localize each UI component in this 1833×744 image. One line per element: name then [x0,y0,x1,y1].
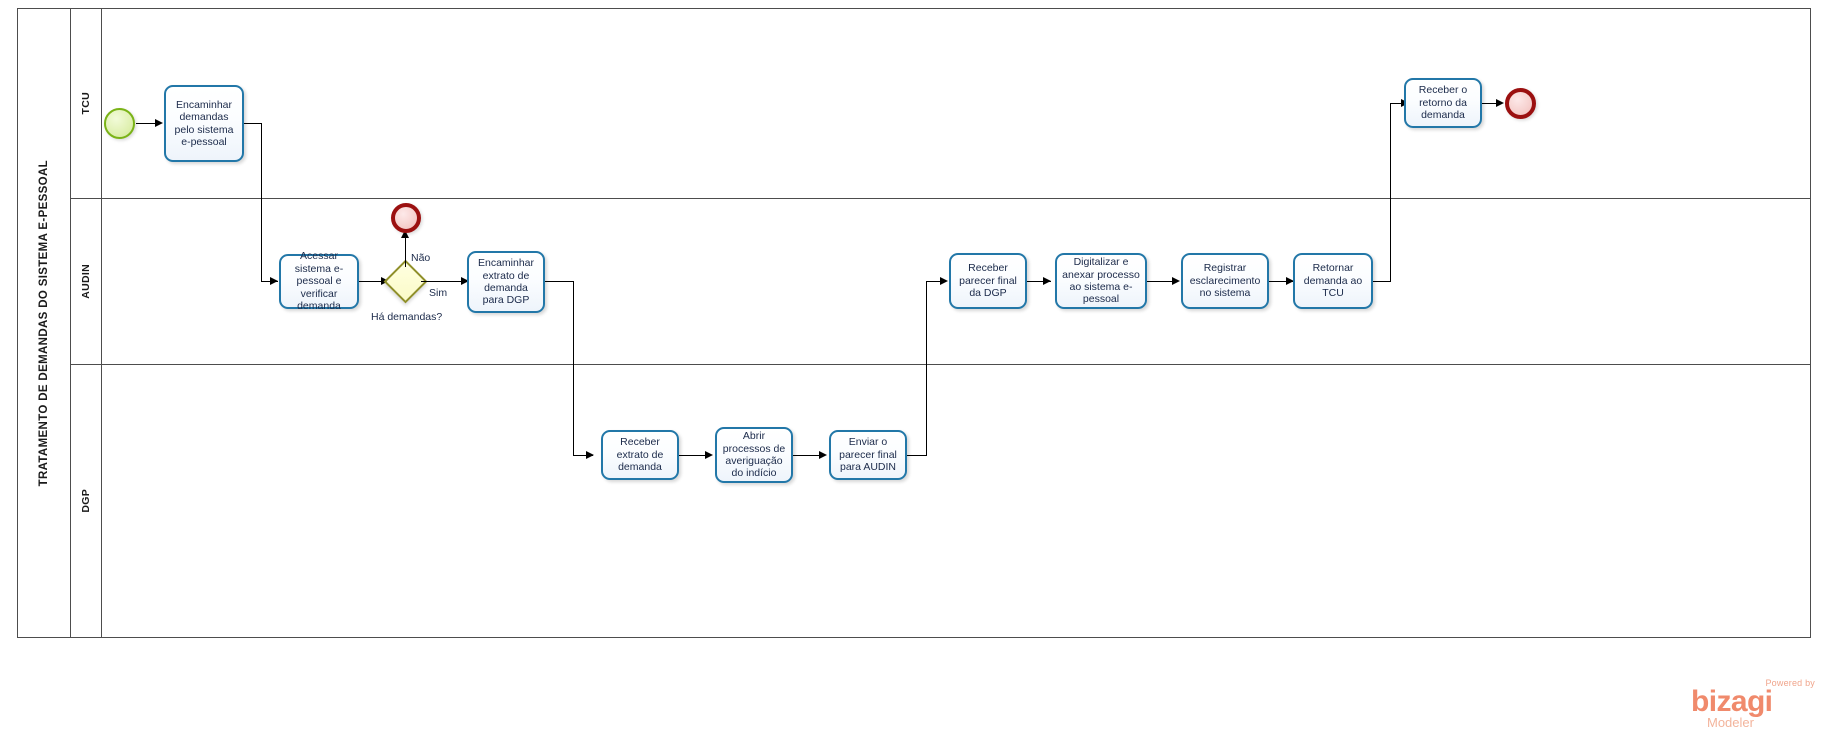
flow-arrow-t6 [819,451,827,459]
task-label: Receber o retorno da demanda [1418,84,1468,122]
task-acessar-sistema[interactable]: Acessar sistema e-pessoal e verificar de… [279,250,359,312]
flow-arrow-t8 [1043,277,1051,285]
flow-t6-up [926,281,928,456]
flow-t10-up [1390,103,1392,282]
pool-title: TRATAMENTO DE DEMANDAS DO SISTEMA E-PESS… [17,8,71,638]
task-label: Acessar sistema e-pessoal e verificar de… [294,250,344,313]
end-event-tcu[interactable] [1505,88,1536,119]
flow-t1-out [244,123,262,125]
flow-t1-down [261,123,263,282]
flow-label-sim: Sim [429,287,448,299]
flow-t3-out [545,281,574,283]
task-label: Encaminhar extrato de demanda para DGP [477,257,535,307]
logo-product: Modeler [1707,715,1754,730]
task-registrar-esclarecimento[interactable]: Registrar esclarecimento no sistema [1181,253,1269,309]
flow-label-nao: Não [411,252,431,264]
flow-into-t7 [926,281,943,283]
task-label: Digitalizar e anexar processo ao sistema… [1062,256,1140,306]
flow-arrow-end [1496,99,1504,107]
task-label: Registrar esclarecimento no sistema [1189,262,1261,300]
flow-t11-to-end [1482,103,1500,105]
flow-arrow-t3 [461,277,469,285]
lane-header-dgp: DGP [71,364,102,638]
task-receber-extrato[interactable]: Receber extrato de demanda [601,430,679,480]
bizagi-logo: Powered by bizagi Modeler [1691,678,1819,734]
flow-t2-to-gateway [359,281,383,283]
flow-t7-to-t8 [1027,281,1051,283]
lane-header-tcu: TCU [71,8,102,198]
flow-t4-to-t5 [679,455,708,457]
flow-sim [421,281,464,283]
task-label: Receber parecer final da DGP [959,262,1017,300]
task-encaminhar-demandas[interactable]: Encaminhar demandas pelo sistema e-pesso… [164,85,244,162]
flow-arrow-t10 [1286,277,1294,285]
task-digitalizar-anexar[interactable]: Digitalizar e anexar processo ao sistema… [1055,253,1147,309]
task-label: Receber extrato de demanda [616,436,664,474]
lane-header-audin: AUDIN [71,198,102,364]
flow-t8-to-t9 [1147,281,1177,283]
logo-brand: bizagi [1691,685,1773,718]
gateway-label: Há demandas? [371,311,443,323]
start-event[interactable] [104,108,135,139]
flow-arrow-t2 [270,277,278,285]
flow-t5-to-t6 [793,455,822,457]
task-label: Abrir processos de averiguação do indíci… [722,430,786,480]
task-label: Retornar demanda ao TCU [1303,262,1363,300]
task-retornar-demanda[interactable]: Retornar demanda ao TCU [1293,253,1373,309]
flow-into-t4 [573,455,593,457]
flow-arrow-t4 [586,451,594,459]
flow-nao-up [405,235,407,267]
pool-title-label: TRATAMENTO DE DEMANDAS DO SISTEMA E-PESS… [37,159,50,487]
flow-t9-to-t10 [1269,281,1293,283]
flow-t3-down [573,281,575,456]
task-receber-retorno[interactable]: Receber o retorno da demanda [1404,78,1482,128]
task-abrir-processos[interactable]: Abrir processos de averiguação do indíci… [715,427,793,483]
lane-label-tcu: TCU [80,91,92,115]
task-encaminhar-extrato[interactable]: Encaminhar extrato de demanda para DGP [467,251,545,313]
lane-label-audin: AUDIN [80,263,92,299]
flow-into-t11 [1390,103,1405,105]
flow-t10-out [1373,281,1391,283]
flow-into-t2 [261,281,278,283]
task-label: Encaminhar demandas pelo sistema e-pesso… [174,98,234,148]
task-label: Enviar o parecer final para AUDIN [839,436,897,474]
flow-start-to-t1 [136,123,156,125]
flow-arrow-nao [401,230,409,238]
task-receber-parecer-final[interactable]: Receber parecer final da DGP [949,253,1027,309]
flow-arrow-t7 [940,277,948,285]
flow-arrow-t1 [155,119,163,127]
flow-arrow-t5 [705,451,713,459]
lane-divider-audin-dgp [71,364,1811,365]
flow-arrow-t9 [1172,277,1180,285]
logo-powered-by: Powered by [1765,678,1815,688]
pool [17,8,1811,638]
lane-divider-tcu-audin [71,198,1811,199]
end-event-nao[interactable] [391,203,421,233]
lane-label-dgp: DGP [80,489,92,513]
flow-t6-out [907,455,927,457]
task-enviar-parecer[interactable]: Enviar o parecer final para AUDIN [829,430,907,480]
